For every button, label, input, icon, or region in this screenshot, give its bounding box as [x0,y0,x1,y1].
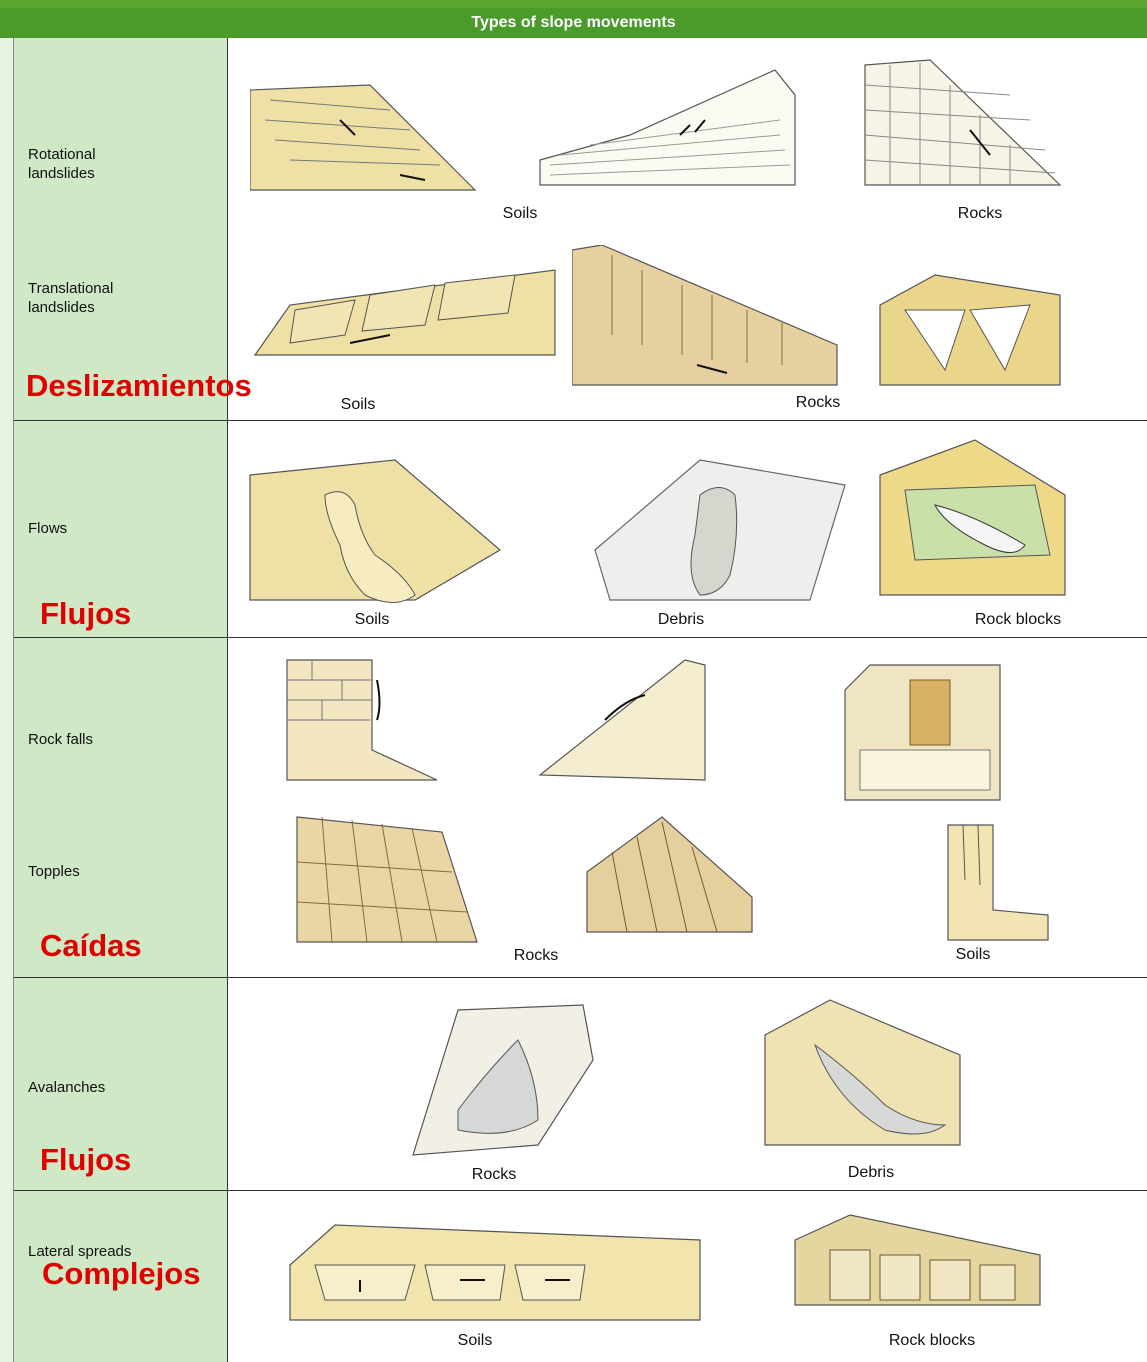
cell-label: Soils [288,396,428,414]
cell-label: Soils [405,1332,545,1350]
cell-label: Soils [903,946,1043,964]
spread-sketch-icon [790,1210,1045,1310]
label-flujos-2: Flujos [40,1142,131,1178]
row-label-flows: Flows [28,519,67,538]
label-flujos-1: Flujos [40,596,131,632]
flow-sketch-icon [590,455,850,605]
row-divider [14,977,1147,978]
cell-label: Rocks [424,1166,564,1184]
avalanche-sketch-icon [398,1000,598,1160]
row-label-rock-falls: Rock falls [28,730,93,749]
cell-label: Rock blocks [862,1332,1002,1350]
label-deslizamientos: Deslizamientos [26,368,252,404]
row-label-avalanches: Avalanches [28,1078,105,1097]
landslide-sketch-icon [530,65,800,195]
row-divider [14,1190,1147,1191]
row-divider [14,637,1147,638]
row-label-topples: Topples [28,862,80,881]
cell-label: Debris [611,611,751,629]
rock-blocks-sketch-icon [875,435,1070,600]
landslide-sketch-icon [250,80,480,200]
topple-sketch-icon [582,812,757,937]
flow-sketch-icon [245,455,505,605]
cell-label: Debris [801,1164,941,1182]
rock-blocks-sketch-icon [572,245,842,390]
landslide-sketch-icon [250,265,560,365]
row-divider [14,420,1147,421]
label-caidas: Caídas [40,928,142,964]
rockfall-sketch-icon [840,660,1015,805]
topple-sketch-icon [943,820,1053,945]
cell-label: Rock blocks [948,611,1088,629]
spread-sketch-icon [285,1220,705,1325]
table-left-border [13,38,14,1362]
topple-sketch-icon [292,812,482,947]
avalanche-sketch-icon [760,995,965,1150]
cell-label: Rocks [748,394,888,412]
cell-label: Rocks [910,205,1050,223]
cell-label: Soils [450,205,590,223]
column-divider [227,38,228,1362]
rockfall-sketch-icon [282,655,442,785]
cell-label: Rocks [466,947,606,965]
row-label-translational-landslides: Translational landslides [28,279,113,317]
row-label-rotational-landslides: Rotational landslides [28,145,96,183]
rock-blocks-sketch-icon [860,55,1070,205]
cell-label: Soils [302,611,442,629]
label-complejos: Complejos [42,1256,200,1292]
table-title: Types of slope movements [0,8,1147,38]
top-strip [0,0,1147,8]
rockfall-sketch-icon [535,655,710,785]
rock-blocks-sketch-icon [875,270,1065,390]
